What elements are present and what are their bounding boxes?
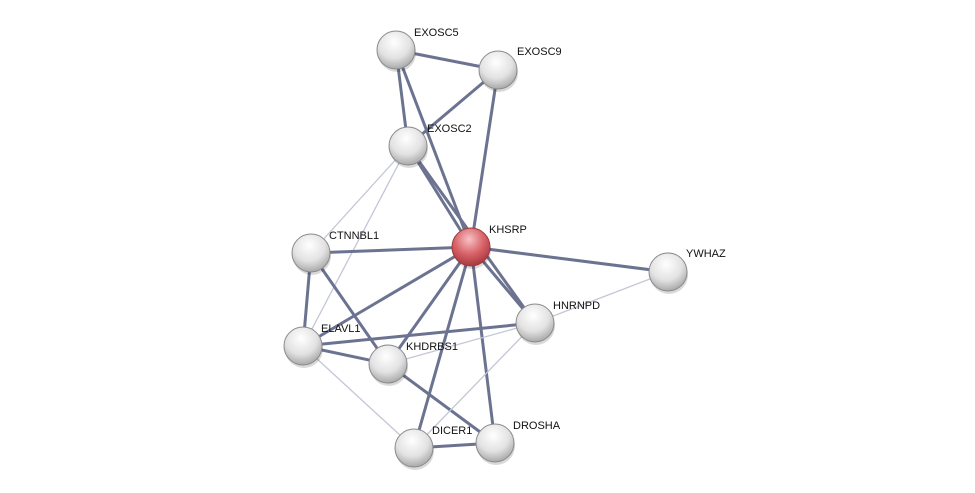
node-khdrbs1[interactable]: KHDRBS1 bbox=[368, 341, 458, 386]
node-exosc2[interactable]: EXOSC2 bbox=[388, 123, 472, 168]
node-sphere[interactable] bbox=[376, 30, 416, 70]
edge-khsrp-ywhaz[interactable] bbox=[470, 245, 669, 274]
node-dicer1[interactable]: DICER1 bbox=[394, 425, 472, 470]
edge-khsrp-elavl1[interactable] bbox=[302, 245, 472, 348]
node-sphere[interactable] bbox=[451, 227, 491, 267]
node-sphere[interactable] bbox=[388, 126, 428, 166]
node-hnrnpd[interactable]: HNRNPD bbox=[515, 300, 600, 345]
node-label: KHDRBS1 bbox=[406, 341, 458, 353]
node-sphere[interactable] bbox=[291, 233, 331, 273]
node-ywhaz[interactable]: YWHAZ bbox=[648, 248, 726, 294]
edge-exosc2-ctnnbl1[interactable] bbox=[310, 145, 409, 254]
edge-exosc9-exosc2[interactable] bbox=[407, 68, 499, 148]
edge-elavl1-dicer1[interactable] bbox=[302, 345, 415, 449]
node-sphere[interactable] bbox=[283, 326, 323, 366]
node-label: KHSRP bbox=[489, 224, 527, 236]
node-sphere[interactable] bbox=[648, 252, 688, 292]
edge-khsrp-ctnnbl1[interactable] bbox=[310, 245, 472, 255]
node-label: CTNNBL1 bbox=[329, 230, 379, 242]
node-sphere[interactable] bbox=[368, 344, 408, 384]
edge-khdrbs1-drosha[interactable] bbox=[387, 362, 496, 445]
node-ctnnbl1[interactable]: CTNNBL1 bbox=[291, 230, 379, 275]
edge-khsrp-khdrbs1[interactable] bbox=[386, 246, 473, 365]
node-label: DICER1 bbox=[432, 425, 472, 437]
node-sphere[interactable] bbox=[478, 50, 518, 90]
node-sphere[interactable] bbox=[394, 428, 434, 468]
node-label: YWHAZ bbox=[686, 248, 726, 260]
node-label: DROSHA bbox=[513, 420, 561, 432]
node-label: ELAVL1 bbox=[321, 323, 361, 335]
node-label: EXOSC5 bbox=[414, 27, 459, 39]
edge-khsrp-drosha[interactable] bbox=[469, 246, 497, 444]
edge-exosc9-khsrp[interactable] bbox=[469, 69, 500, 248]
node-elavl1[interactable]: ELAVL1 bbox=[283, 323, 361, 368]
node-label: HNRNPD bbox=[553, 300, 600, 312]
edge-khdrbs1-hnrnpd[interactable] bbox=[387, 322, 536, 365]
node-sphere[interactable] bbox=[515, 303, 555, 343]
node-label: EXOSC9 bbox=[517, 46, 562, 58]
edge-khsrp-dicer1[interactable] bbox=[412, 246, 473, 449]
edge-exosc2-elavl1[interactable] bbox=[302, 145, 409, 347]
edge-ctnnbl1-khdrbs1[interactable] bbox=[309, 252, 390, 365]
node-label: EXOSC2 bbox=[427, 123, 472, 135]
node-exosc9[interactable]: EXOSC9 bbox=[478, 46, 562, 92]
edge-hnrnpd-dicer1[interactable] bbox=[413, 322, 536, 449]
node-exosc5[interactable]: EXOSC5 bbox=[376, 27, 459, 72]
node-khsrp[interactable]: KHSRP bbox=[451, 224, 527, 269]
edge-hnrnpd-ywhaz[interactable] bbox=[534, 271, 669, 324]
node-sphere[interactable] bbox=[475, 423, 515, 463]
node-drosha[interactable]: DROSHA bbox=[475, 420, 561, 465]
edge-elavl1-hnrnpd[interactable] bbox=[302, 321, 536, 348]
